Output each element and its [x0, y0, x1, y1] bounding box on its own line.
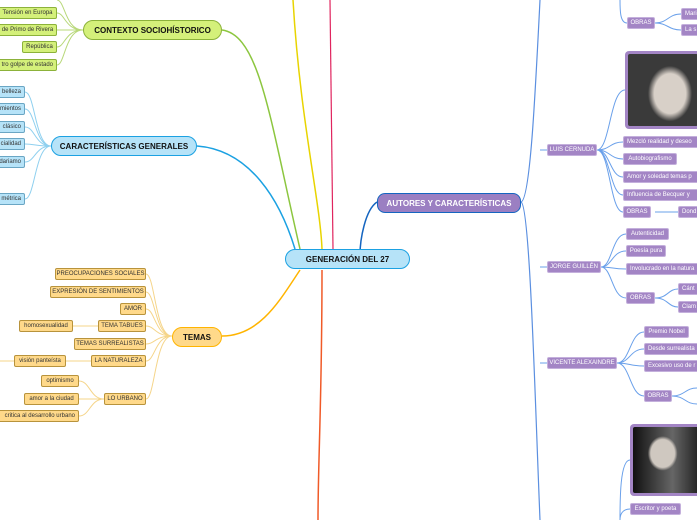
caracteristica-item[interactable]: mientos — [0, 103, 25, 115]
tema-item[interactable]: LA NATURALEZA — [91, 355, 146, 367]
cernuda-item[interactable]: Influencia de Becquer y — [623, 189, 697, 201]
guillen-item[interactable]: Involucrado en la natura — [626, 263, 697, 275]
caracteristica-item[interactable]: belleza — [0, 86, 25, 98]
alexaindre-item[interactable]: Desde surrealista — [644, 343, 697, 355]
obra-item[interactable]: La s — [681, 24, 697, 36]
topic-contexto[interactable]: CONTEXTO SOCIOHÍSTORICO — [83, 20, 222, 40]
author-alexaindre[interactable]: VICENTE ALEXAINDRE — [547, 357, 617, 369]
caracteristica-item[interactable]: métrica — [0, 193, 25, 205]
tema-item[interactable]: LO URBANO — [104, 393, 146, 405]
obra-item[interactable]: Mari — [681, 8, 697, 20]
obras-node[interactable]: OBRAS — [626, 292, 655, 304]
obra-item[interactable]: Clam — [678, 301, 697, 313]
guillen-item[interactable]: Autenticidad — [626, 228, 669, 240]
tema-item[interactable]: TEMAS SURREALISTAS — [74, 338, 146, 350]
alexaindre-item[interactable]: Excesivo uso de r — [644, 360, 697, 372]
contexto-item[interactable]: de Primo de Rivera — [0, 24, 57, 36]
cernuda-item[interactable]: Autobiografismo — [623, 153, 677, 165]
caracteristica-item[interactable]: cialidad — [0, 138, 25, 150]
tema-subitem[interactable]: visión panteísta — [14, 355, 66, 367]
tema-item[interactable]: EXPRESIÓN DE SENTIMIENTOS — [50, 286, 146, 298]
central-topic[interactable]: GENERACIÓN DEL 27 — [285, 249, 410, 269]
author-item[interactable]: Escritor y poeta — [630, 503, 681, 515]
alexaindre-item[interactable]: Premio Nobel — [644, 326, 689, 338]
guillen-item[interactable]: Poesía pura — [626, 245, 666, 257]
topic-temas[interactable]: TEMAS — [172, 327, 222, 347]
contexto-item[interactable]: Tensión en Europa — [0, 7, 57, 19]
author-cernuda[interactable]: LUIS CERNUDA — [547, 144, 597, 156]
tema-subitem[interactable]: critica al desarrollo urbano — [0, 410, 79, 422]
author-photo — [630, 424, 697, 496]
obra-item[interactable]: Dond — [678, 206, 697, 218]
caracteristica-item[interactable]: clásico — [0, 121, 25, 133]
tema-item[interactable]: AMOR — [120, 303, 146, 315]
obras-node[interactable]: OBRAS — [644, 390, 672, 402]
obra-item[interactable]: Cánt — [678, 283, 697, 295]
contexto-item[interactable]: tro golpe de estado — [0, 59, 57, 71]
contexto-item[interactable]: República — [22, 41, 57, 53]
tema-subitem[interactable]: optimismo — [41, 375, 79, 387]
cernuda-item[interactable]: Mezcló realidad y deseo — [623, 136, 697, 148]
cernuda-photo — [625, 51, 697, 129]
author-guillen[interactable]: JORGE GUILLÉN — [547, 261, 601, 273]
cernuda-item[interactable]: Amor y soledad temas p — [623, 171, 697, 183]
caracteristica-item[interactable]: dariamo — [0, 156, 25, 168]
tema-subitem[interactable]: homosexualidad — [19, 320, 73, 332]
topic-autores[interactable]: AUTORES Y CARACTERÍSTICAS — [377, 193, 521, 213]
topic-caracteristicas[interactable]: CARACTERÍSTICAS GENERALES — [51, 136, 197, 156]
obras-node[interactable]: OBRAS — [627, 17, 655, 29]
obras-node[interactable]: OBRAS — [623, 206, 651, 218]
tema-item[interactable]: PREOCUPACIONES SOCIALES — [55, 268, 146, 280]
tema-subitem[interactable]: amor a la ciudad — [24, 393, 79, 405]
tema-item[interactable]: TEMA TABUES — [98, 320, 146, 332]
